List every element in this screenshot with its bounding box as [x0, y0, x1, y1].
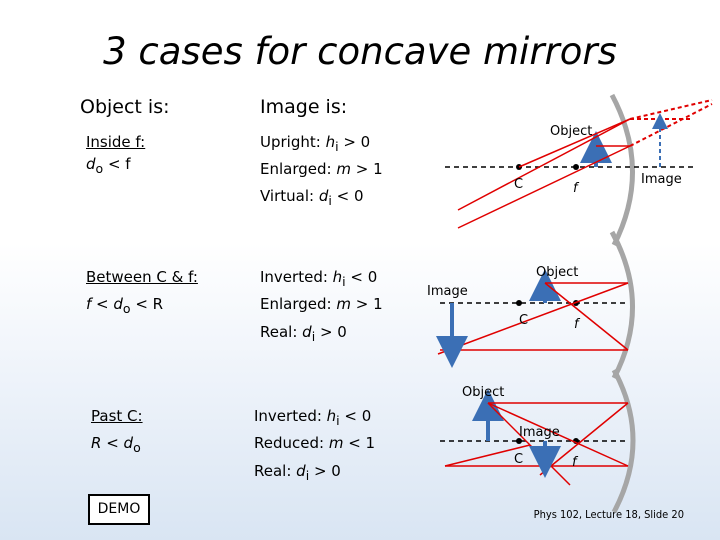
case3-prop-reduced: Reduced: m < 1 — [254, 434, 376, 452]
ray-1b — [457, 145, 631, 229]
demo-button[interactable]: DEMO — [88, 494, 150, 525]
diagram-case2: Object Image C f — [427, 230, 635, 380]
case3-object-condition: Past C: — [91, 407, 143, 425]
case1-prop-enlarged: Enlarged: m > 1 — [260, 160, 383, 178]
mirror-1 — [609, 93, 635, 247]
c-label-1: C — [514, 177, 523, 192]
case1-object-inequality: do < f — [86, 155, 131, 176]
c-label-2: C — [519, 313, 528, 328]
object-label-2: Object — [536, 265, 578, 280]
case3-prop-real: Real: di > 0 — [254, 462, 341, 483]
ray-2b — [437, 282, 629, 355]
image-label-1: Image — [641, 172, 682, 187]
virtual-ray-1a — [629, 99, 713, 120]
ray-3e — [487, 402, 571, 486]
image-label-3: Image — [519, 425, 560, 440]
case1-prop-upright: Upright: hi > 0 — [260, 133, 371, 154]
mirror-2 — [609, 230, 635, 380]
f-label-1: f — [573, 181, 580, 196]
image-header: Image is: — [260, 96, 348, 118]
case2-object-condition: Between C & f: — [86, 268, 198, 286]
ray-3f — [444, 444, 531, 467]
diagram-case1: Object Image C f — [445, 93, 713, 247]
case2-prop-inverted: Inverted: hi < 0 — [260, 268, 378, 289]
ray-3c — [487, 402, 629, 467]
f-label-3: f — [572, 455, 579, 470]
image-label-2: Image — [427, 284, 468, 299]
case1-prop-virtual: Virtual: di < 0 — [260, 187, 364, 208]
object-label-3: Object — [462, 385, 504, 400]
ray-1c — [457, 118, 631, 211]
slide-footer: Phys 102, Lecture 18, Slide 20 — [533, 508, 684, 521]
case3-object-inequality: R < do — [91, 434, 141, 455]
slide-title: 3 cases for concave mirrors — [103, 30, 617, 73]
f-label-2: f — [574, 317, 581, 332]
case2-prop-enlarged: Enlarged: m > 1 — [260, 295, 383, 313]
mirror-3 — [611, 368, 636, 514]
center-point-3 — [516, 438, 522, 444]
object-header: Object is: — [80, 96, 170, 118]
ray-1d — [518, 118, 631, 168]
c-label-3: C — [514, 452, 523, 467]
case2-prop-real: Real: di > 0 — [260, 323, 347, 344]
case3-prop-inverted: Inverted: hi < 0 — [254, 407, 372, 428]
virtual-ray-1b — [629, 103, 713, 147]
object-label-1: Object — [550, 124, 592, 139]
ray-2c — [544, 282, 629, 351]
case2-object-inequality: f < do < R — [86, 295, 164, 316]
focal-point-1 — [573, 164, 579, 170]
center-point-2 — [516, 300, 522, 306]
diagram-case3: Object Image C f — [440, 368, 636, 514]
case1-object-condition: Inside f: — [86, 133, 146, 151]
